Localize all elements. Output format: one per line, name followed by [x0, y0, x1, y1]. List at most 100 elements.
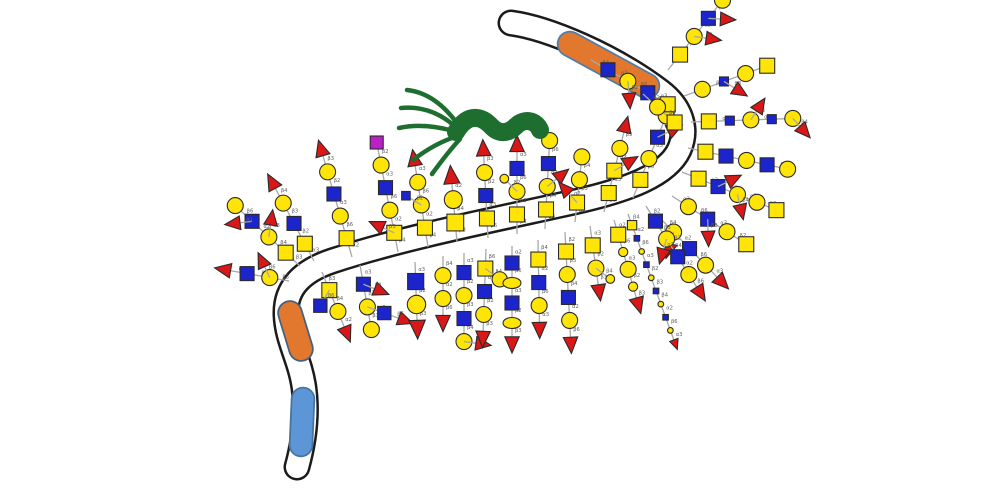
- linkage-label: β2: [419, 288, 426, 294]
- linkage-label: β2: [467, 279, 474, 285]
- linkage-label: β3: [653, 96, 660, 102]
- linkage-label: β6: [701, 252, 708, 258]
- linkage-label: α3: [418, 267, 425, 273]
- linkage-label: β6: [642, 240, 649, 246]
- linkage-label: β6: [701, 208, 708, 214]
- linkage-label: β3: [327, 156, 334, 162]
- linkage-label: β4: [550, 193, 557, 199]
- linkage-label: α2: [515, 250, 522, 256]
- linkage-label: β4: [281, 188, 288, 194]
- linkage-label: β6: [671, 319, 678, 325]
- glycan-chain: α2 β6 α3 β2 β3: [315, 138, 359, 258]
- linkage-label: β2: [632, 85, 639, 91]
- linkage-label: α3: [520, 152, 527, 158]
- linkage-label: β2: [674, 236, 681, 242]
- blue-domain-bottom: [288, 386, 316, 458]
- linkage-label: β2: [334, 178, 341, 184]
- linkage-label: α2: [455, 183, 462, 189]
- linkage-label: β6: [346, 222, 353, 228]
- linkage-label: α2: [666, 306, 673, 312]
- linkage-label: β2: [382, 149, 389, 155]
- linkage-label: β2: [569, 237, 576, 243]
- bacterium-body: [447, 108, 549, 142]
- linkage-label: α2: [686, 261, 693, 267]
- linkage-label: β3: [292, 208, 299, 214]
- linkage-label: β3: [296, 254, 303, 260]
- linkage-label: α3: [629, 256, 636, 262]
- linkage-label: β4: [661, 293, 668, 299]
- linkage-label: α3: [467, 258, 474, 264]
- linkage-label: β6: [489, 254, 496, 260]
- linkage-label: β2: [302, 229, 309, 235]
- linkage-label: β3: [329, 276, 336, 282]
- linkage-label: β4: [584, 163, 591, 169]
- linkage-label: β6: [515, 268, 522, 274]
- linkage-label: β3: [467, 302, 474, 308]
- linkage-label: β3: [515, 328, 522, 334]
- linkage-label: β3: [420, 311, 427, 317]
- linkage-label: α3: [667, 242, 674, 248]
- linkage-label: β6: [269, 264, 276, 270]
- linkage-label: β3: [581, 186, 588, 192]
- linkage-label: β4: [675, 243, 682, 249]
- linkage-label: α3: [720, 220, 727, 226]
- linkage-label: β2: [654, 209, 661, 215]
- linkage-label: β2: [514, 180, 521, 186]
- linkage-label: α3: [489, 202, 496, 208]
- linkage-label: β3: [601, 275, 608, 281]
- linkage-label: β6: [520, 175, 527, 181]
- linkage-label: β3: [389, 224, 396, 230]
- linkage-label: α2: [263, 224, 270, 230]
- linkage-label: β4: [742, 197, 749, 203]
- linkage-label: β3: [711, 223, 718, 229]
- linkage-label: β2: [488, 179, 495, 185]
- linkage-label: α2: [572, 304, 579, 310]
- linkage-label: β4: [541, 245, 548, 251]
- linkage-label: β4: [446, 261, 453, 267]
- orange-domain-bottom: [277, 300, 314, 362]
- linkage-label: α2: [352, 243, 359, 249]
- linkage-label: β3: [487, 156, 494, 162]
- linkage-label: β6: [542, 289, 549, 295]
- linkage-label: α3: [542, 312, 549, 318]
- linkage-label: β2: [515, 308, 522, 314]
- linkage-label: β2: [487, 298, 494, 304]
- glycan-chain: β4 α2 β6 α3: [530, 239, 549, 340]
- h-pylori-bacterium: [396, 87, 549, 177]
- linkage-label: β6: [391, 194, 398, 200]
- glycan-chain: α3 β2 β3 β4: [267, 172, 319, 262]
- linkage-label: β4: [457, 206, 464, 212]
- linkage-label: β6: [446, 305, 453, 311]
- linkage-label: β4: [571, 281, 578, 287]
- linkage-label: β6: [328, 293, 335, 299]
- linkage-label: α2: [619, 222, 626, 228]
- linkage-label: α3: [386, 171, 393, 177]
- linkage-label: β6: [552, 147, 559, 153]
- linkage-label: β3: [626, 132, 633, 138]
- linkage-label: α2: [395, 217, 402, 223]
- linkage-label: β2: [620, 155, 627, 161]
- linkage-label: α3: [676, 332, 683, 338]
- linkage-label: α3: [312, 247, 319, 253]
- linkage-label: α2: [426, 211, 433, 217]
- linkage-label: β6: [648, 164, 655, 170]
- linkage-label: β4: [467, 325, 474, 331]
- linkage-label: α3: [515, 288, 522, 294]
- linkage-label: α2: [542, 266, 549, 272]
- linkage-label: α2: [520, 198, 527, 204]
